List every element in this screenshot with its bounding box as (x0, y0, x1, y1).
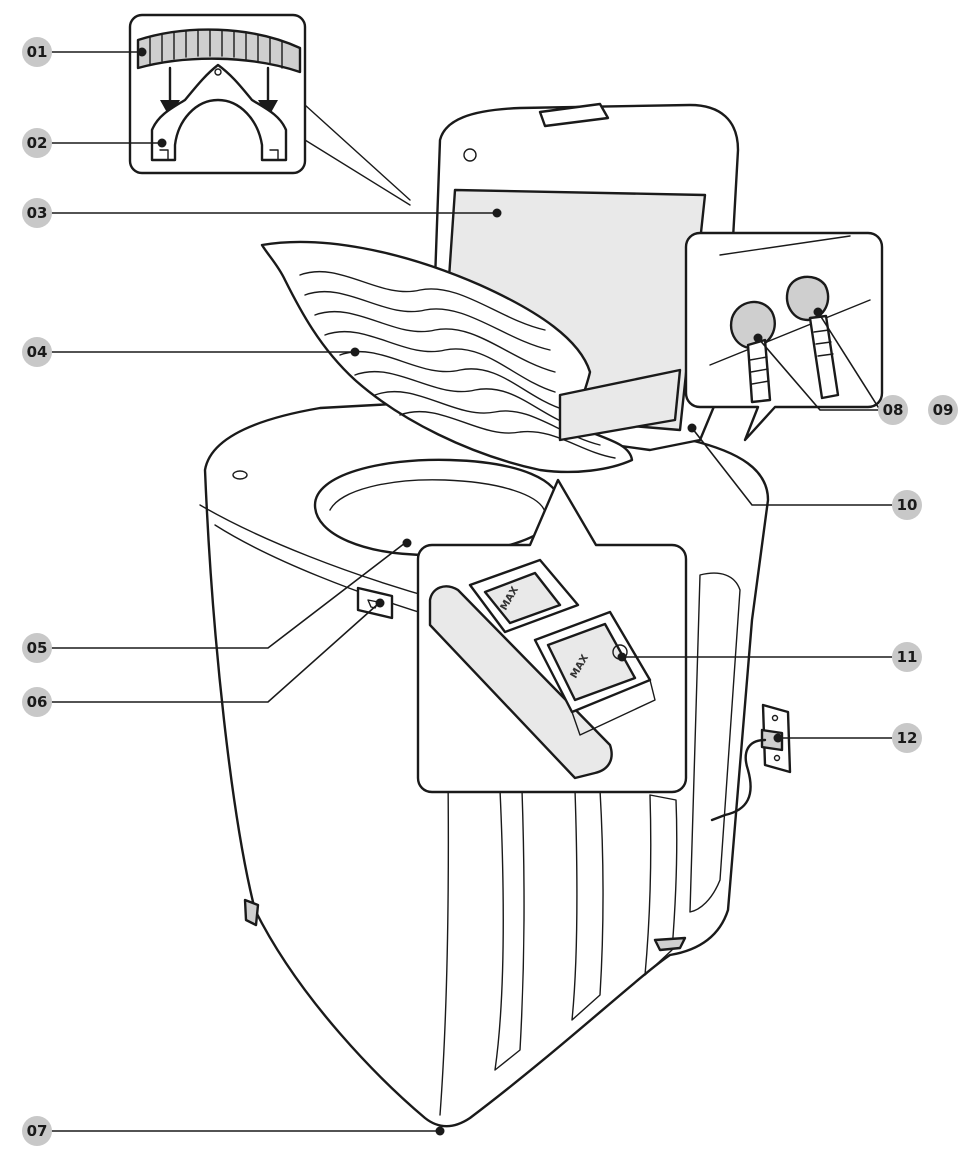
callout-04-label: 04 (27, 343, 48, 361)
shower-lid-wave-4 (324, 330, 556, 393)
rear-foot (653, 936, 687, 952)
callout-01-label: 01 (27, 43, 48, 61)
callout-10-label: 10 (897, 496, 918, 514)
leader-lines (50, 51, 892, 1132)
shower-lid-wave-5 (339, 350, 566, 411)
inlet-panel-line-2 (709, 299, 871, 366)
callout-12: 12 (892, 723, 922, 753)
tub-opening (313, 458, 562, 557)
left-foot (243, 898, 260, 927)
inset-inlets-frame (684, 231, 884, 442)
compartment-lower-base (571, 679, 656, 736)
callout-05-label: 05 (27, 639, 48, 657)
dot-11 (617, 652, 627, 662)
outlet-screw-bottom (773, 754, 781, 762)
dot-06 (375, 598, 385, 608)
shower-lid-wave-8 (399, 410, 616, 459)
inlet-valve-left (729, 300, 776, 350)
callout-08-label: 08 (883, 401, 904, 419)
deck-edge (199, 504, 441, 601)
button-housing (356, 586, 394, 620)
dot-07 (435, 1126, 445, 1136)
leader-05 (50, 542, 406, 649)
rear-tray (558, 368, 682, 442)
dot-05 (402, 538, 412, 548)
dot-01 (137, 47, 147, 57)
callout-04: 04 (22, 337, 52, 367)
inset-pointer (304, 104, 411, 206)
inlet-hose-right-ribs (813, 329, 834, 357)
inset-hose-guide (128, 13, 411, 206)
dot-12 (773, 733, 783, 743)
control-button (356, 586, 394, 620)
inset-water-inlets (684, 231, 884, 442)
side-groove-4 (689, 572, 741, 913)
callout-09-label: 09 (933, 401, 954, 419)
power-cord (710, 738, 767, 822)
shower-lid-wave-1 (299, 270, 546, 331)
shower-lid-wave-3 (314, 310, 556, 373)
callout-12-label: 12 (897, 729, 918, 747)
dot-10 (687, 423, 697, 433)
leader-09 (817, 311, 881, 411)
callout-07-label: 07 (27, 1122, 48, 1140)
dot-08 (753, 333, 763, 343)
tub-rim (313, 458, 562, 557)
leader-08 (757, 337, 880, 411)
dot-04 (350, 347, 360, 357)
callout-08: 08 (878, 395, 908, 425)
dot-02 (157, 138, 167, 148)
callout-01: 01 (22, 37, 52, 67)
tub-inner (329, 479, 546, 513)
lid-handle (538, 102, 610, 128)
callout-badges: 01 02 03 04 05 06 07 08 09 10 11 (22, 37, 958, 1146)
leader-dots (137, 47, 823, 1136)
callout-06: 06 (22, 687, 52, 717)
callout-06-label: 06 (27, 693, 48, 711)
callout-03: 03 (22, 198, 52, 228)
callout-09: 09 (928, 395, 958, 425)
dot-03 (492, 208, 502, 218)
shower-lid-wave-2 (304, 290, 551, 351)
drawer-front (428, 585, 613, 780)
shower-lid-wave-6 (354, 370, 581, 429)
callout-05: 05 (22, 633, 52, 663)
bracket-slot-left (159, 149, 169, 161)
side-groove-1 (494, 789, 525, 1071)
side-groove-3 (644, 794, 678, 976)
inlet-panel-line-1 (719, 235, 851, 256)
shower-lid-outer (260, 240, 634, 474)
drain-hose (136, 28, 302, 74)
hose-ribs (149, 29, 283, 69)
leader-06 (50, 603, 379, 703)
button-glyph (367, 599, 379, 609)
callout-03-label: 03 (27, 204, 48, 222)
lid-hole (232, 470, 248, 480)
side-groove-2 (571, 789, 604, 1021)
leader-10 (691, 427, 892, 506)
front-seam (214, 524, 446, 621)
inset-detergent-drawer: MAX MAX (416, 478, 688, 794)
callout-02: 02 (22, 128, 52, 158)
dot-09 (813, 307, 823, 317)
bracket-slot-right (269, 149, 279, 161)
callout-02-label: 02 (27, 134, 48, 152)
lid-hinge-dot (463, 148, 477, 162)
bracket-hole (214, 68, 222, 76)
compartment-lower-insert (546, 622, 637, 702)
callout-11: 11 (892, 642, 922, 672)
compartment-upper-insert (483, 571, 562, 625)
callout-11-label: 11 (897, 648, 918, 666)
outlet-screw-top (771, 714, 779, 722)
shower-lid (260, 240, 682, 474)
callout-07: 07 (22, 1116, 52, 1146)
callout-10: 10 (892, 490, 922, 520)
inlet-hose-left-ribs (749, 356, 770, 385)
